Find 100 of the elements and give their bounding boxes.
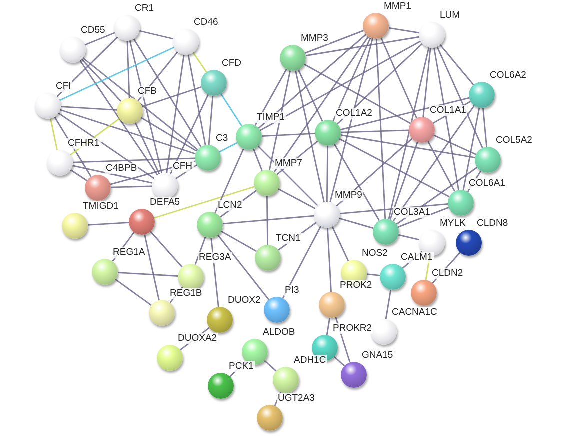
gene-label: COL1A2 [335,108,374,119]
protein-node [35,93,61,119]
interaction-line [133,38,202,148]
gene-label: LUM [439,10,462,21]
interaction-line [88,222,130,226]
gene-label: CALM1 [400,252,434,263]
interaction-line [334,356,345,367]
gene-label: COL3A1 [393,207,432,218]
gene-label: CFB [137,86,158,97]
interaction-line [274,36,370,173]
protein-node [373,219,399,245]
interaction-line [326,318,331,336]
interaction-line [208,96,214,146]
interaction-line [192,52,208,73]
gene-label: PROK2 [339,280,374,291]
interaction-line [218,234,270,300]
protein-node [456,230,482,256]
interaction-line [84,32,116,46]
protein-node [475,147,501,173]
protein-node [114,15,140,41]
interaction-line [304,30,364,54]
interaction-line [436,46,484,148]
interaction-line [327,228,332,292]
protein-node [117,98,143,124]
protein-node [47,150,73,176]
interaction-line [334,144,380,222]
gene-label: MMP1 [383,1,412,12]
protein-node [255,245,281,271]
interaction-line [258,146,318,206]
interaction-line [140,117,198,152]
interaction-line [440,44,474,86]
protein-node [207,307,233,333]
interaction-line [332,38,372,122]
interaction-line [278,188,316,210]
protein-node [257,405,283,431]
interaction-line [115,279,152,306]
interaction-line [110,160,196,186]
gene-label: COL6A2 [489,70,528,81]
gene-label: MMP7 [274,158,304,169]
interaction-line [80,60,158,176]
interaction-line [138,52,178,102]
interaction-line [142,86,202,108]
protein-node [157,345,183,371]
protein-node [273,367,299,393]
protein-node [419,22,445,48]
interaction-line [222,215,314,225]
interaction-line [110,186,152,188]
protein-node [380,264,406,290]
interaction-line [60,46,174,102]
protein-node [62,213,88,239]
interaction-line [262,132,316,138]
gene-label: NOS2 [361,248,389,259]
interaction-line [188,54,206,146]
protein-node [411,280,437,306]
interaction-line [434,48,460,190]
gene-label: COL6A1 [468,178,506,189]
interaction-line [482,108,488,148]
gene-label: UGT2A3 [277,393,316,404]
gene-label: LCN2 [217,200,244,211]
interaction-line [366,274,380,276]
interaction-line [295,70,325,202]
protein-node [236,124,262,150]
interaction-line [339,218,374,230]
protein-node [409,117,435,143]
interaction-line [390,142,418,220]
interaction-line [70,170,88,182]
interaction-line [253,148,263,172]
interaction-line [422,48,432,118]
interaction-line [60,109,196,155]
gene-label: CLDN2 [431,268,464,279]
gene-label: PROKR2 [332,323,374,334]
interaction-line [340,134,476,159]
interaction-line [339,138,450,198]
protein-node [280,45,306,71]
gene-label: ADH1C [293,355,328,366]
protein-node [469,82,495,108]
protein-node [129,209,155,235]
gene-label: CFHR1 [67,138,101,149]
gene-label: CLDN8 [476,218,510,229]
interaction-line [129,40,163,174]
interaction-line [462,108,480,190]
gene-label: DUOXA2 [177,333,218,344]
gene-label: C3 [215,133,230,144]
gene-label: CFI [55,81,72,92]
gene-label: MMP3 [300,33,330,44]
interaction-line [392,105,476,222]
protein-node [264,297,290,323]
interaction-line [385,290,392,320]
interaction-line [340,97,470,131]
interaction-line [268,70,292,170]
interaction-line [398,234,420,241]
interaction-line [380,38,418,118]
interaction-line [332,226,350,262]
gene-label: C4BPB [105,163,138,174]
gene-label: REG3A [198,252,232,263]
protein-node [152,173,178,199]
protein-node [201,70,227,96]
protein-node [314,202,340,228]
interaction-line [398,207,450,228]
protein-node [178,264,204,290]
